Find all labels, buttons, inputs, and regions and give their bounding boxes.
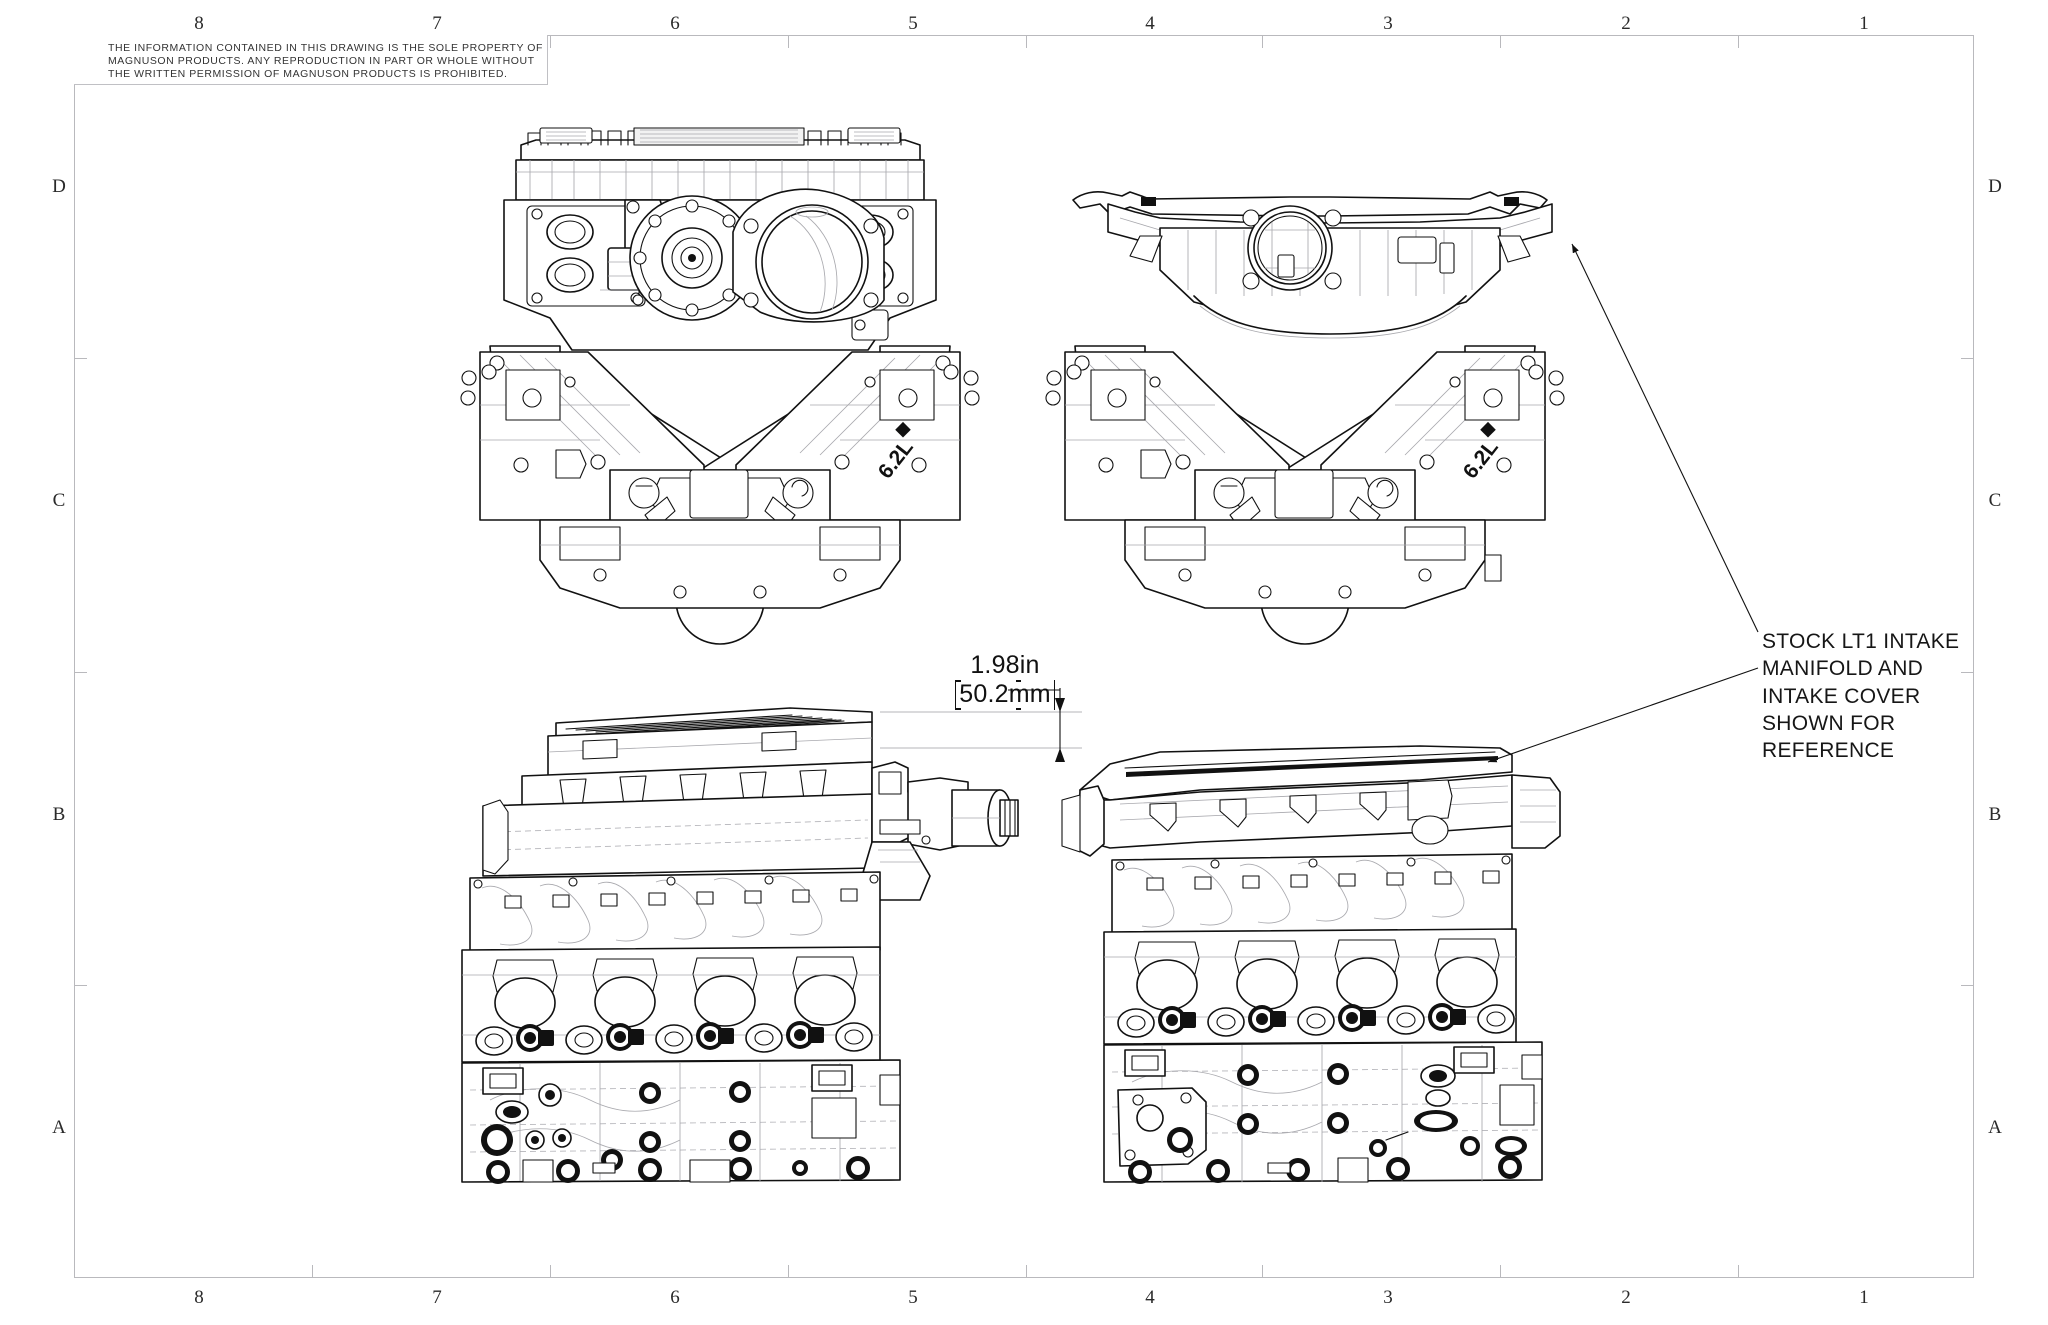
zone-col-bottom-4: 4	[1145, 1287, 1155, 1308]
zone-col-top-1: 1	[1859, 13, 1869, 34]
zone-row-right-d: D	[1988, 176, 2002, 197]
zone-col-top-4: 4	[1145, 13, 1155, 34]
zone-row-right-a: A	[1988, 1117, 2002, 1138]
zone-col-bottom-1: 1	[1859, 1287, 1869, 1308]
note-line-3: THE WRITTEN PERMISSION OF MAGNUSON PRODU…	[108, 68, 508, 80]
sheet-frame-border	[74, 35, 1974, 1278]
zone-col-bottom-8: 8	[194, 1287, 204, 1308]
view-side-stock	[1061, 745, 1561, 1184]
annotation-line-3: INTAKE COVER	[1762, 684, 1921, 708]
zone-row-left-d: D	[52, 176, 66, 197]
annotation-line-1: STOCK LT1 INTAKE	[1762, 630, 1960, 653]
dimension-geometry	[880, 688, 1082, 762]
zone-col-bottom-6: 6	[670, 1287, 680, 1308]
copyright-note-box: THE INFORMATION CONTAINED IN THIS DRAWIN…	[74, 35, 548, 85]
annotation-leader-lines	[1487, 243, 1759, 763]
stock-manifold-annotation: STOCK LT1 INTAKE MANIFOLD AND INTAKE COV…	[1762, 628, 2012, 764]
zone-row-right-c: C	[1988, 490, 2002, 511]
zone-col-top-7: 7	[432, 13, 442, 34]
note-line-1: THE INFORMATION CONTAINED IN THIS DRAWIN…	[108, 42, 543, 54]
annotation-line-2: MANIFOLD AND	[1762, 657, 1924, 681]
zone-row-left-c: C	[52, 490, 66, 511]
view-front-stock: 6.2L	[1045, 191, 1565, 645]
zone-col-bottom-5: 5	[908, 1287, 918, 1308]
zone-row-right-b: B	[1988, 804, 2002, 825]
dimension-inches: 1.98in	[970, 651, 1040, 679]
zone-row-left-b: B	[52, 804, 66, 825]
zone-col-bottom-7: 7	[432, 1287, 442, 1308]
note-line-2: MAGNUSON PRODUCTS. ANY REPRODUCTION IN P…	[108, 55, 535, 67]
zone-col-top-8: 8	[194, 13, 204, 34]
view-side-supercharged	[461, 707, 1019, 1184]
zone-col-top-5: 5	[908, 13, 918, 34]
annotation-line-4: SHOWN FOR	[1762, 711, 1896, 735]
dimension-callout: 1.98in 50.2mm	[910, 652, 1100, 710]
zone-row-left-a: A	[52, 1117, 66, 1138]
zone-col-bottom-3: 3	[1383, 1287, 1393, 1308]
zone-col-bottom-2: 2	[1621, 1287, 1631, 1308]
zone-col-top-3: 3	[1383, 13, 1393, 34]
view-front-supercharged: 6.2L	[460, 127, 980, 645]
zone-col-top-6: 6	[670, 13, 680, 34]
dimension-millimeters: 50.2mm	[955, 680, 1055, 710]
zone-col-top-2: 2	[1621, 13, 1631, 34]
annotation-line-5: REFERENCE	[1762, 739, 1895, 763]
